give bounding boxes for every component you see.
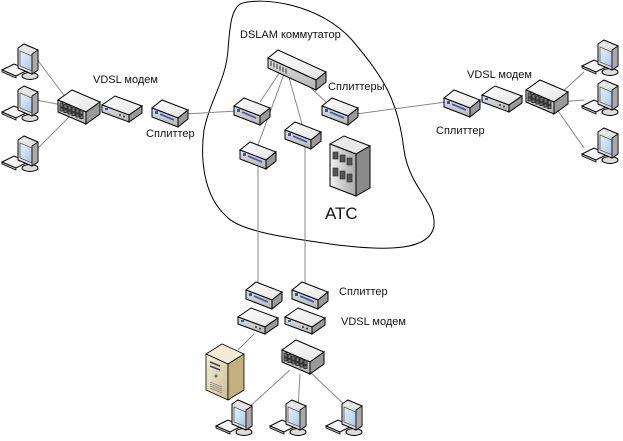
- right-modem-label: VDSL модем: [467, 69, 532, 81]
- vdsl-modem-icon: [284, 307, 326, 335]
- computer-icon: [581, 127, 619, 164]
- computer-icon: [1, 43, 39, 80]
- splitter-icon: [285, 122, 321, 149]
- computer-icon: [325, 399, 363, 436]
- vdsl-modem-icon: [481, 85, 523, 113]
- switch-icon: [57, 89, 101, 125]
- splitter-icon: [292, 282, 328, 309]
- switch-icon: [281, 339, 325, 375]
- ats-building-icon: [328, 135, 372, 197]
- splitter-icon: [240, 142, 276, 169]
- splitter-icon: [152, 100, 188, 127]
- vdsl-modem-icon: [101, 95, 143, 123]
- right-splitter-label: Сплиттер: [436, 125, 485, 137]
- server-icon: [205, 343, 245, 401]
- computer-icon: [215, 399, 253, 436]
- bottom-splitter-label: Сплиттер: [339, 286, 388, 298]
- left-splitter-label: Сплиттер: [146, 128, 195, 140]
- left-modem-label: VDSL модем: [93, 74, 158, 86]
- splitter-icon: [234, 98, 270, 125]
- computer-icon: [581, 39, 619, 76]
- computer-icon: [1, 135, 39, 172]
- dslam-switch-icon: [267, 49, 327, 91]
- ats-boundary: [202, 0, 435, 249]
- ats-label: АТС: [325, 204, 358, 223]
- bottom-modem-label: VDSL модем: [341, 316, 406, 328]
- splitter-icon: [444, 90, 480, 117]
- splitter-icon: [322, 98, 358, 125]
- ats-splitters-label: Сплиттеры: [328, 81, 385, 93]
- switch-icon: [525, 79, 569, 115]
- computer-icon: [1, 85, 39, 122]
- computer-icon: [269, 399, 307, 436]
- dslam-label: DSLAM коммутатор: [240, 29, 341, 41]
- vdsl-modem-icon: [237, 307, 279, 335]
- computer-icon: [581, 79, 619, 116]
- splitter-icon: [246, 282, 282, 309]
